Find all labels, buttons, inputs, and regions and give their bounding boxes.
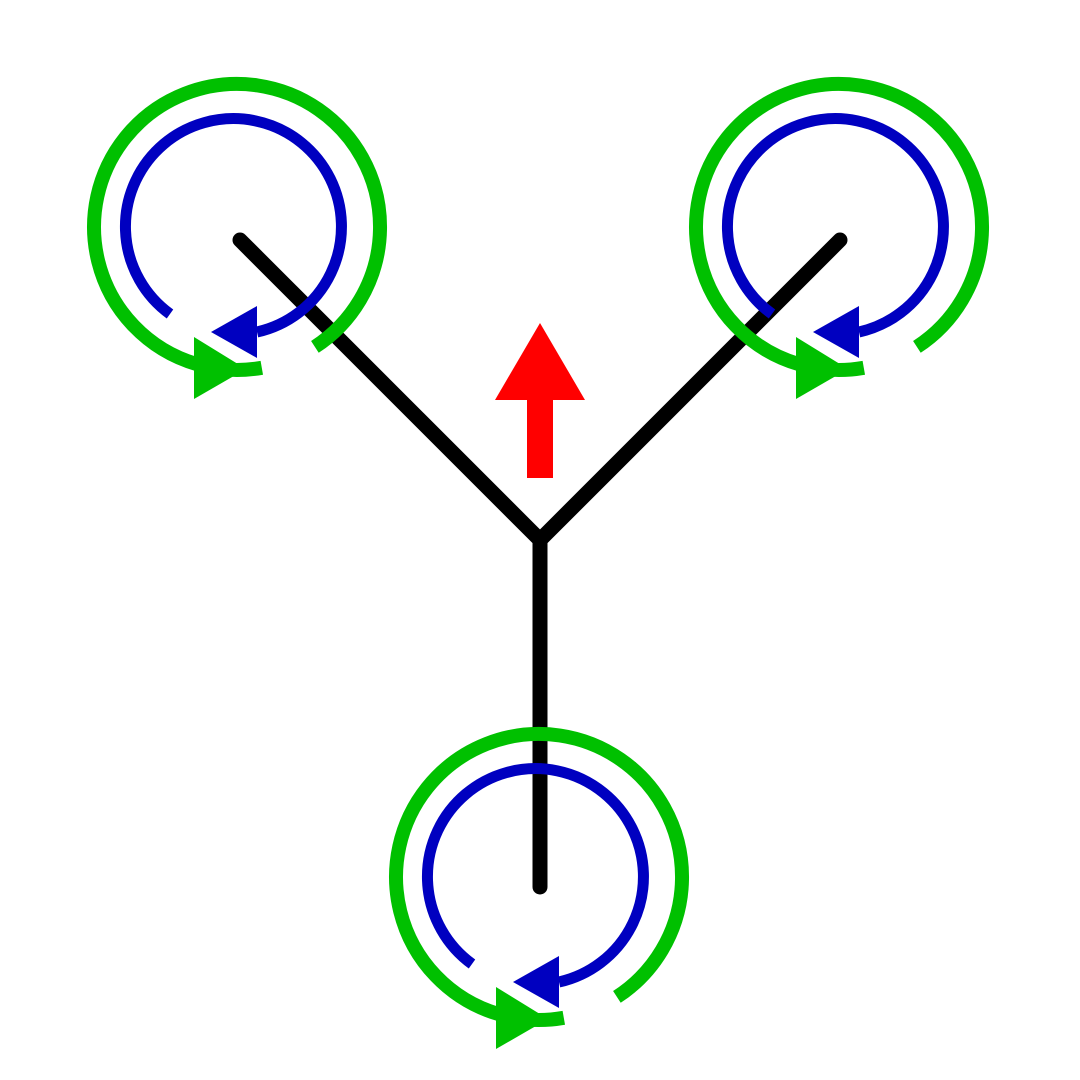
outer-rotation-arrowhead: [796, 337, 848, 399]
inner-rotation-arrowhead: [513, 956, 559, 1008]
frame-arm-right: [532, 232, 848, 548]
frame-arm-left: [232, 232, 548, 548]
outer-rotation-arrowhead: [194, 337, 246, 399]
inner-rotation-arrowhead: [813, 306, 859, 358]
inner-rotation-arrowhead: [211, 306, 257, 358]
forward-arrow-shaft: [527, 398, 553, 478]
inner-rotation-arc: [119, 113, 347, 338]
inner-rotation-arc: [721, 113, 949, 338]
motor-rotation-indicators: [87, 76, 989, 1049]
forward-arrow-head: [495, 323, 585, 400]
motor-right-arm: [689, 76, 989, 399]
frame: [232, 232, 848, 895]
outer-rotation-arc: [87, 76, 387, 377]
motor-tail: [389, 726, 689, 1049]
motor-left-arm: [87, 76, 387, 399]
outer-rotation-arc: [389, 726, 689, 1027]
forward-direction-arrow: [495, 323, 585, 478]
inner-rotation-arc: [421, 763, 649, 988]
outer-rotation-arrowhead: [496, 987, 548, 1049]
outer-rotation-arc: [689, 76, 989, 377]
